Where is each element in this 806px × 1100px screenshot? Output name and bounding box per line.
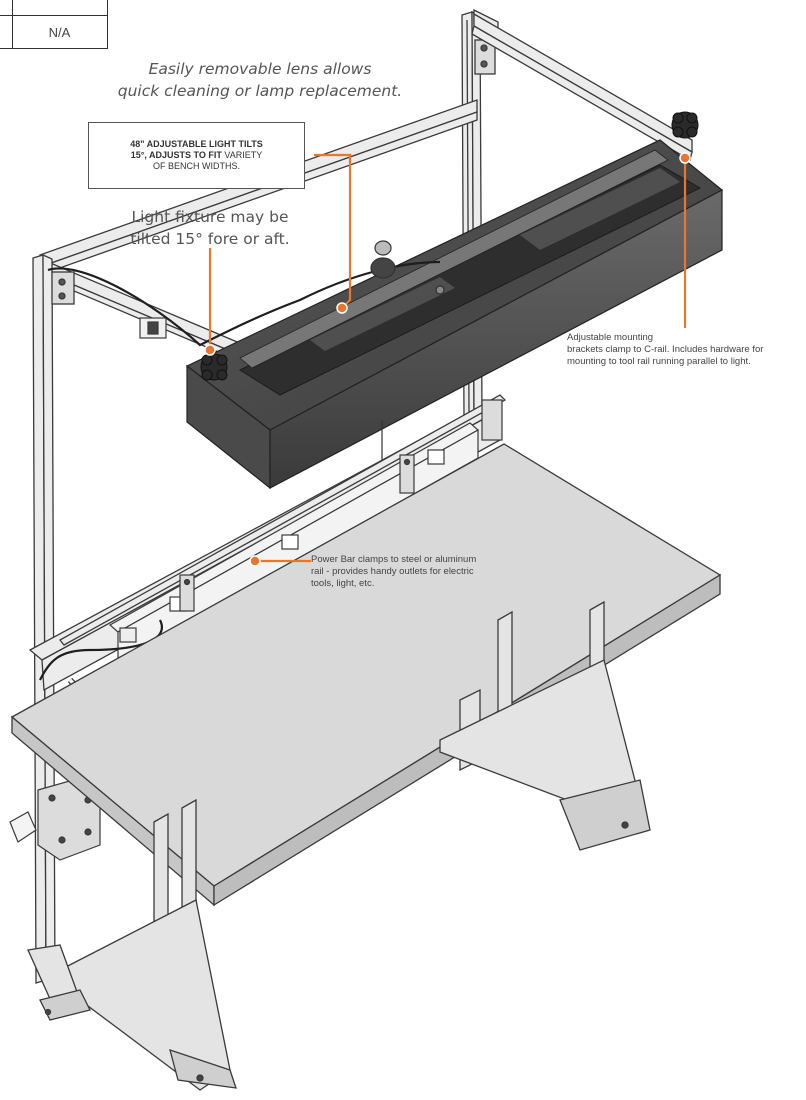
mounting-note-line-1: Adjustable mounting <box>567 332 654 343</box>
tilt-knob-right <box>671 111 699 139</box>
tilt-caption-line-2: tilted 15° fore or aft. <box>130 230 290 248</box>
callout-line-1: 48" ADJUSTABLE LIGHT TILTS <box>130 139 263 149</box>
callout-line-3: OF BENCH WIDTHS. <box>153 161 240 171</box>
leader-dots <box>204 152 691 567</box>
lens-caption-line-1: Easily removable lens allows <box>148 60 372 78</box>
left-clamp-bracket <box>9 777 101 861</box>
table-cell-value: N/A <box>48 24 71 40</box>
lens-caption-line-2: quick cleaning or lamp replacement. <box>117 82 403 100</box>
mounting-note-line-2: brackets clamp to C-rail. Includes hardw… <box>567 344 764 355</box>
table-row-separator <box>0 0 107 16</box>
rail-brackets <box>179 399 503 612</box>
callout-line-2-rest: VARIETY <box>221 150 263 160</box>
front-left-leg-base <box>27 944 91 1021</box>
mounting-note-line-3: mounting to tool rail running parallel t… <box>567 356 751 367</box>
top-rail-right <box>471 12 693 161</box>
power-note-line-3: tools, light, etc. <box>311 578 375 589</box>
power-note-line-2: rail - provides handy outlets for electr… <box>311 566 474 577</box>
power-bar-note: Power Bar clamps to steel or aluminum ra… <box>311 554 521 590</box>
right-rear-leg <box>439 600 651 851</box>
left-upright <box>32 253 75 987</box>
spec-table-fragment: N/A <box>0 0 108 49</box>
adjustable-light-callout: 48" ADJUSTABLE LIGHT TILTS 15°, ADJUSTS … <box>88 122 305 189</box>
power-note-line-1: Power Bar clamps to steel or aluminum <box>311 554 477 565</box>
adjustable-light-fixture <box>185 139 724 490</box>
callout-line-2-bold: 15°, ADJUSTS TO FIT <box>130 150 222 160</box>
power-bar-cord <box>39 619 163 681</box>
cord-grommet <box>435 285 445 295</box>
lens-caption: Easily removable lens allows quick clean… <box>70 58 450 102</box>
table-column-separator <box>12 0 13 48</box>
cable-clip <box>139 317 167 339</box>
tilt-caption: Light fixture may be tilted 15° fore or … <box>130 206 290 250</box>
tilt-caption-line-1: Light fixture may be <box>131 208 289 226</box>
mounting-brackets-note: Adjustable mounting brackets clamp to C-… <box>567 332 806 368</box>
tilt-knob-left <box>200 353 228 381</box>
front-right-leg <box>59 798 237 1091</box>
